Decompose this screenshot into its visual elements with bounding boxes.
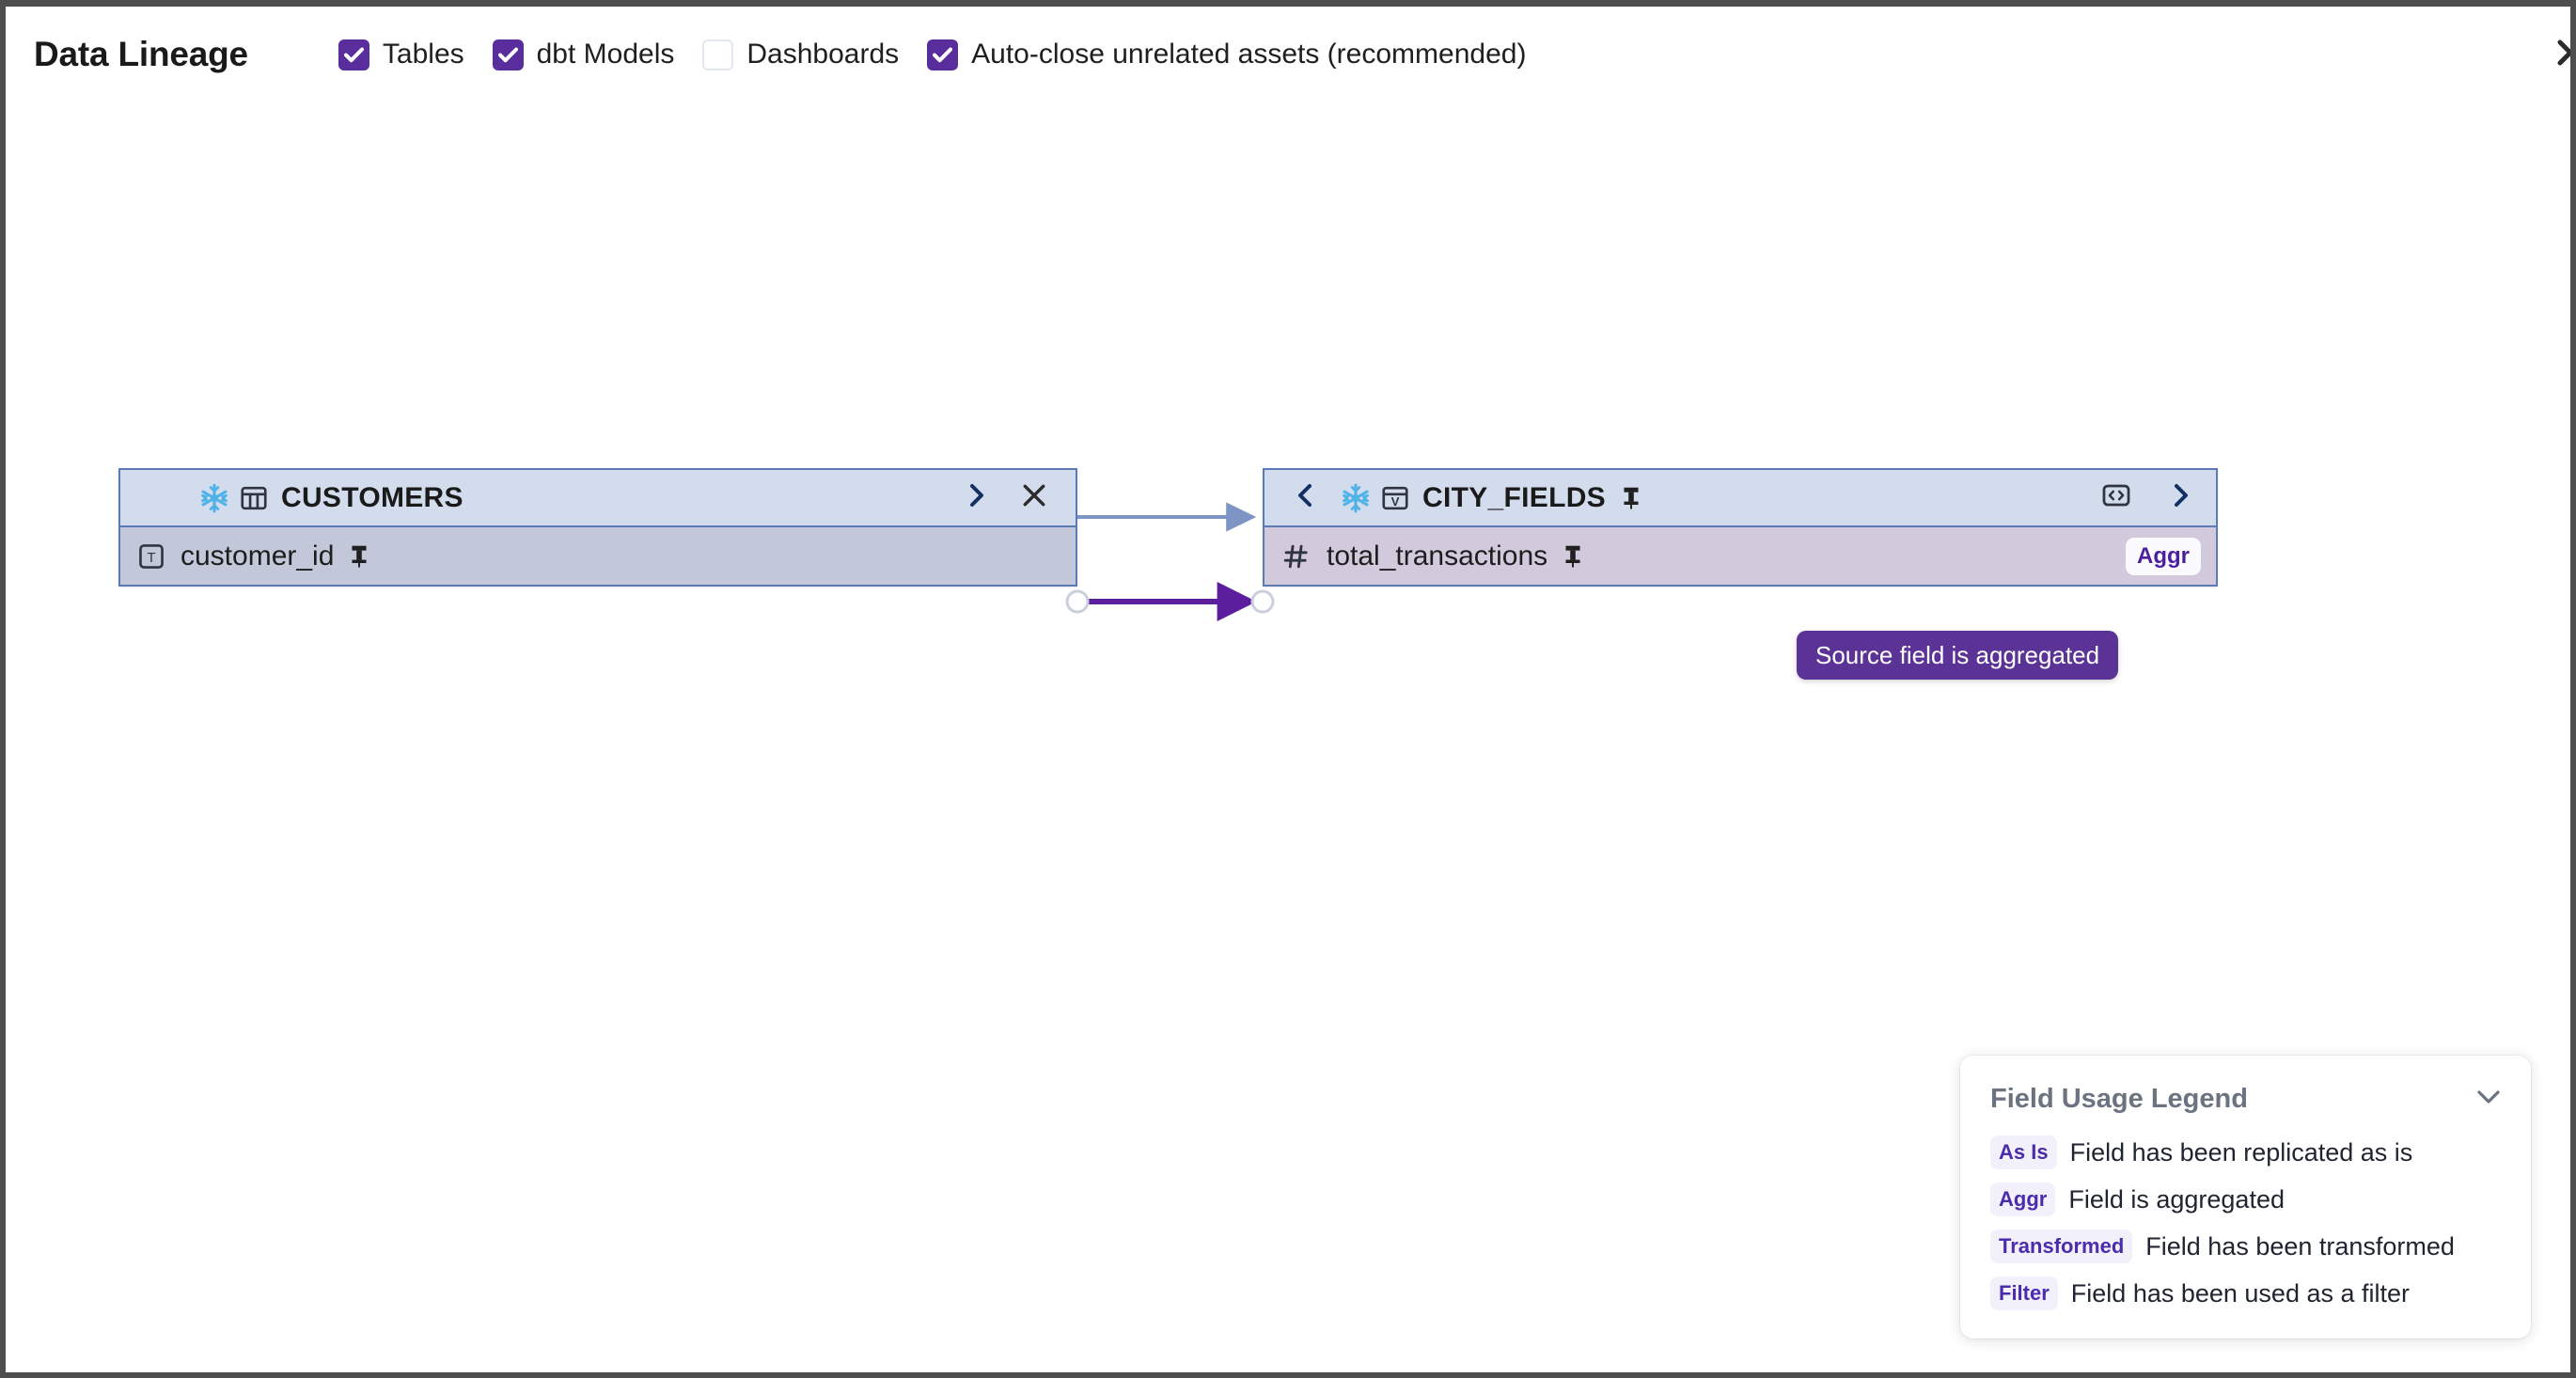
snowflake-icon [1340,482,1372,514]
usage-badge-aggr[interactable]: Aggr [2126,537,2201,575]
legend-item-transformed: Transformed Field has been transformed [1990,1229,2503,1263]
legend-item-filter: Filter Field has been used as a filter [1990,1276,2503,1310]
field-usage-legend-panel[interactable]: Field Usage Legend As Is Field has been … [1960,1056,2531,1339]
expand-downstream-button[interactable] [966,481,987,514]
node-title-city-fields: CITY_FIELDS [1422,481,1606,513]
filter-auto-close[interactable]: Auto-close unrelated assets (recommended… [927,39,1526,70]
legend-desc-aggr: Field is aggregated [2068,1184,2285,1214]
lineage-node-city-fields[interactable]: V CITY_FIELDS [1263,468,2218,587]
checkbox-checked-icon[interactable] [492,39,524,70]
lineage-node-customers[interactable]: CUSTOMERS T [118,468,1077,587]
expand-upstream-button[interactable] [1295,481,1315,514]
field-row-total-transactions[interactable]: total_transactions Aggr [1264,527,2216,585]
legend-chip-transformed: Transformed [1990,1229,2133,1263]
pin-icon[interactable] [1619,485,1643,511]
pin-icon[interactable] [347,543,371,570]
legend-item-aggr: Aggr Field is aggregated [1990,1182,2503,1216]
view-code-button[interactable] [2101,480,2131,515]
view-icon: V [1381,484,1409,512]
legend-header[interactable]: Field Usage Legend [1990,1084,2503,1115]
filter-checkbox-group: Tables dbt Models Dashboards Auto-close … [338,39,1555,70]
legend-title: Field Usage Legend [1990,1084,2248,1114]
text-type-icon: T [137,542,165,571]
legend-item-as-is: As Is Field has been replicated as is [1990,1135,2503,1169]
lineage-canvas[interactable]: CUSTOMERS T [6,7,2570,1372]
field-edge-target-handle[interactable] [1250,589,1275,614]
table-icon [240,484,268,512]
svg-text:T: T [147,550,155,566]
filter-dashboards[interactable]: Dashboards [702,39,899,70]
aggregation-tooltip: Source field is aggregated [1797,631,2119,680]
node-header-city-fields[interactable]: V CITY_FIELDS [1264,470,2216,527]
filter-dbt-models[interactable]: dbt Models [492,39,675,70]
node-title-customers: CUSTOMERS [281,481,463,513]
filter-tables[interactable]: Tables [338,39,464,70]
field-edge-source-handle[interactable] [1065,589,1090,614]
snowflake-icon [198,482,230,514]
legend-chip-filter: Filter [1990,1276,2058,1310]
checkbox-checked-icon[interactable] [927,39,959,70]
chevron-left-icon [1295,481,1315,514]
chevron-right-icon [966,481,987,514]
chevron-down-icon [2474,1088,2503,1111]
checkbox-unchecked-icon[interactable] [702,39,734,70]
legend-chip-as-is: As Is [1990,1135,2057,1169]
close-icon [1021,482,1047,513]
chevron-right-icon [2171,481,2191,514]
legend-desc-transformed: Field has been transformed [2145,1231,2455,1261]
legend-collapse-button[interactable] [2474,1088,2503,1111]
legend-desc-filter: Field has been used as a filter [2070,1278,2411,1308]
field-name-total-transactions: total_transactions [1327,540,1548,572]
number-type-icon [1281,542,1312,571]
panel-collapse-toggle[interactable] [2555,36,2570,73]
close-node-button[interactable] [1021,482,1047,513]
field-row-customer-id[interactable]: T customer_id [120,527,1076,585]
chevron-right-icon [2555,39,2570,71]
node-header-customers[interactable]: CUSTOMERS [120,470,1076,527]
filter-tables-label: Tables [382,39,464,70]
expand-downstream-button[interactable] [2171,481,2191,514]
filter-dbt-models-label: dbt Models [536,39,675,70]
legend-desc-as-is: Field has been replicated as is [2069,1137,2413,1167]
checkbox-checked-icon[interactable] [338,39,369,70]
field-name-customer-id: customer_id [181,540,335,572]
lineage-header: Data Lineage Tables dbt Models Dashboard… [6,7,2570,102]
filter-auto-close-label: Auto-close unrelated assets (recommended… [971,39,1527,70]
page-title: Data Lineage [34,35,248,73]
legend-chip-aggr: Aggr [1990,1182,2056,1216]
filter-dashboards-label: Dashboards [746,39,900,70]
svg-text:V: V [1391,494,1400,509]
pin-icon[interactable] [1561,543,1585,570]
code-icon [2101,480,2131,515]
